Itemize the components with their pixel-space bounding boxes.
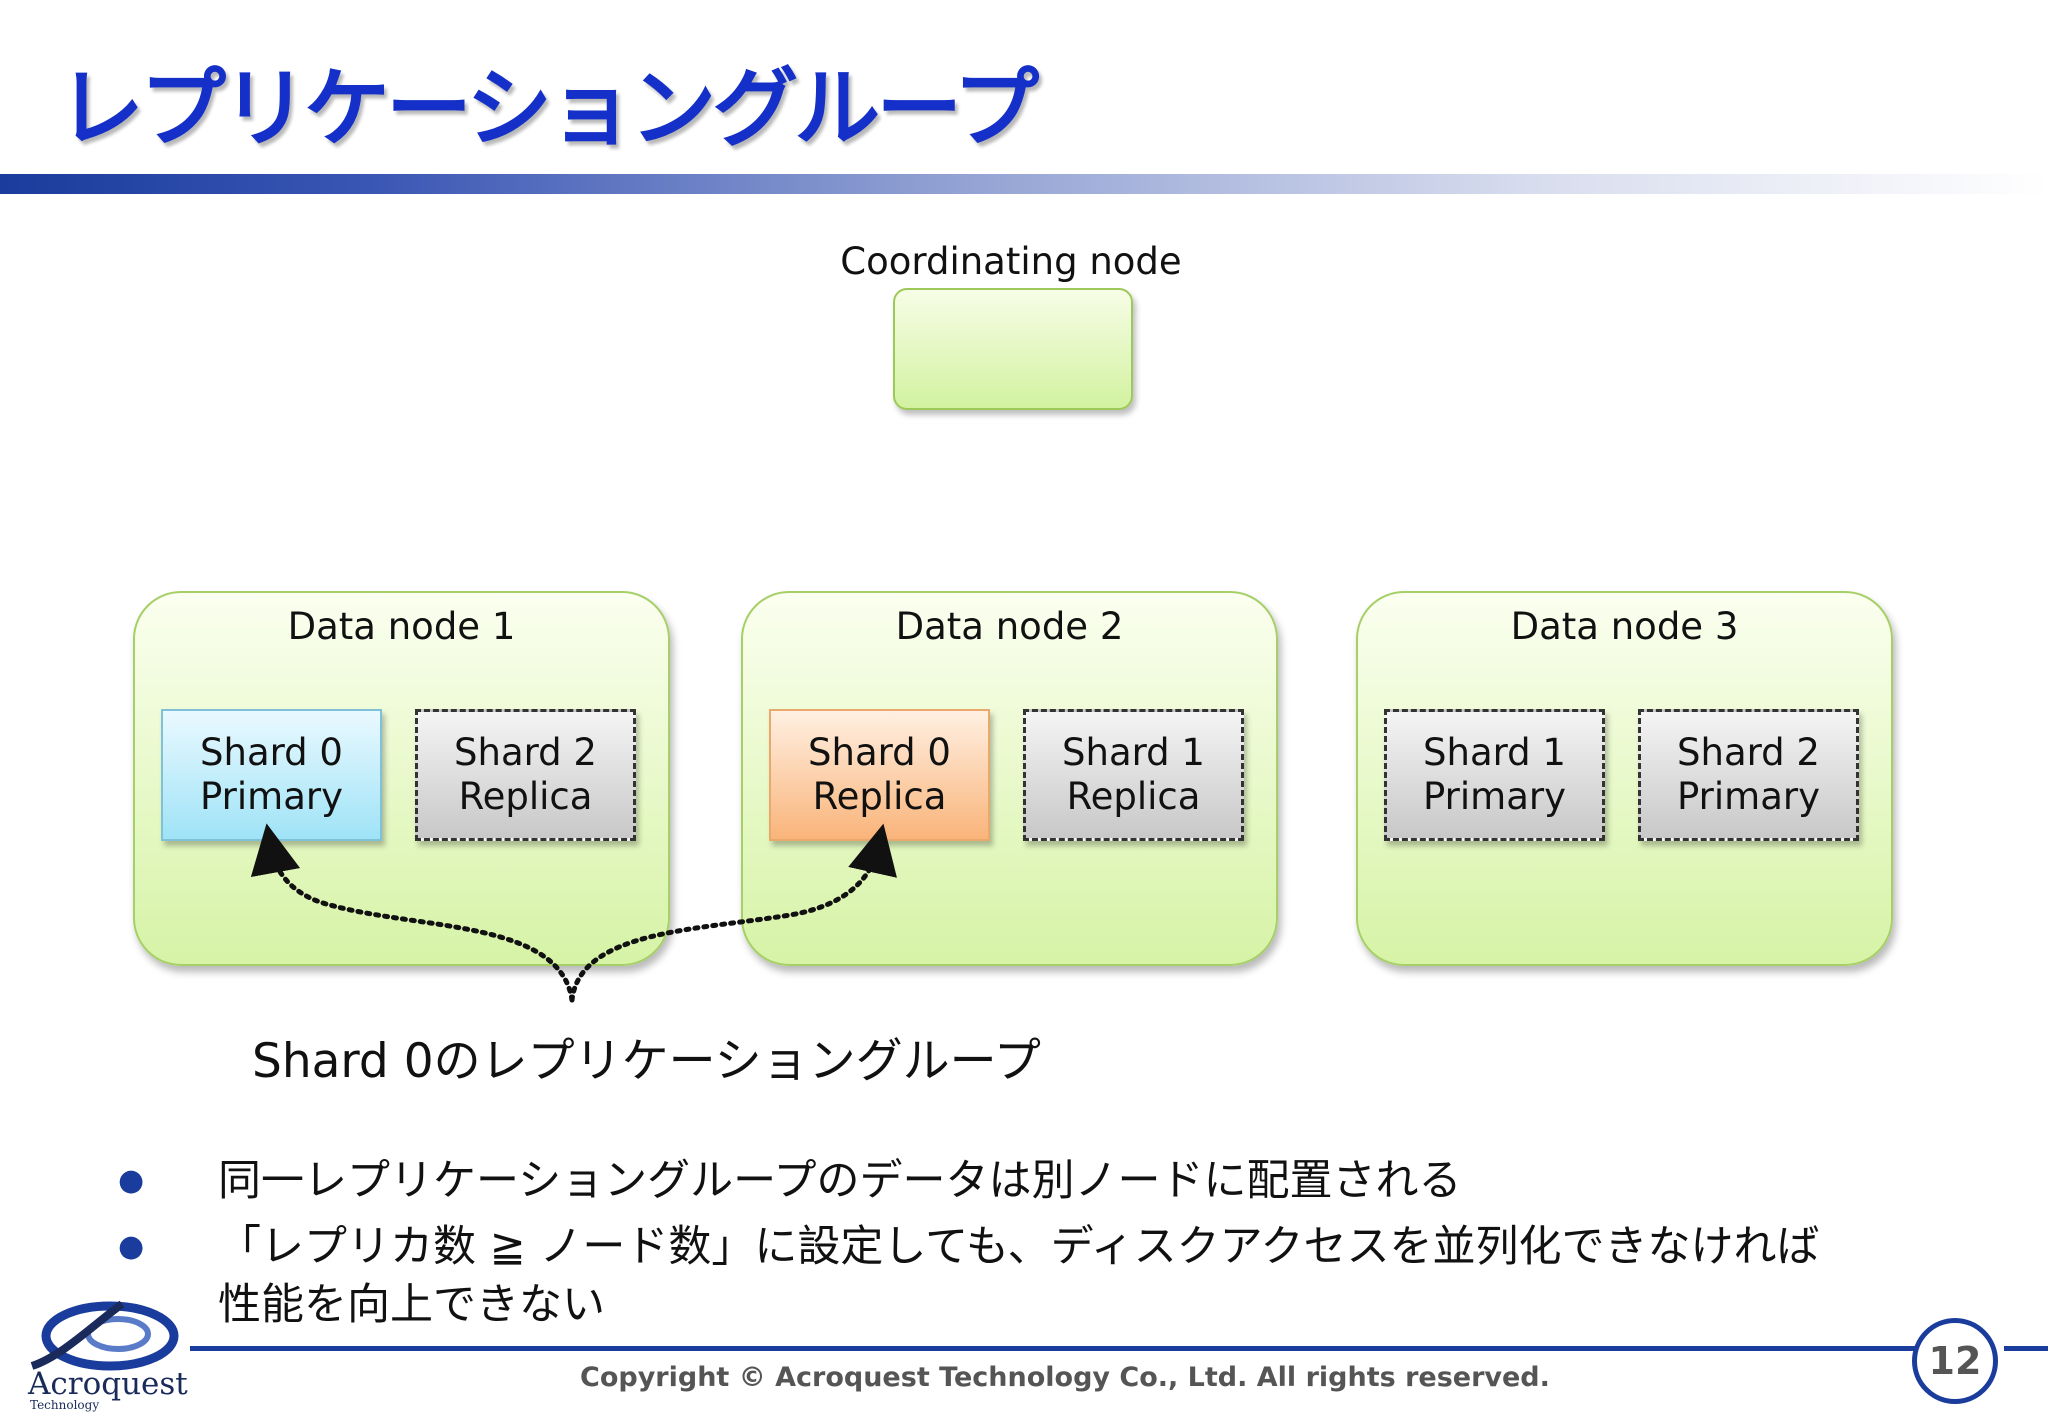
logo-subtext: Technology [30,1398,100,1412]
shard-role: Primary [1423,775,1566,818]
coordinating-node-box [893,288,1133,410]
replication-group-caption: Shard 0のレプリケーショングループ [252,1034,1041,1089]
shard-box: Shard 2 Replica [415,709,636,841]
shard-role: Replica [812,775,947,818]
footer-rule-right [2004,1346,2048,1351]
shard-name: Shard 2 [1677,731,1820,774]
shard-role: Primary [1677,775,1820,818]
shard-role: Replica [1066,775,1201,818]
bullet-text: 同一レプリケーショングループのデータは別ノードに配置される [218,1156,1462,1206]
logo-wordmark: Acroquest [28,1366,188,1402]
data-node-title: Data node 2 [895,605,1124,648]
shard-box-primary-highlight: Shard 0 Primary [161,709,382,841]
shard-box: Shard 2 Primary [1638,709,1859,841]
slide-title: レプリケーショングループ [58,59,1039,159]
shard-box: Shard 1 Primary [1384,709,1605,841]
bullet-icon: ● [118,1163,145,1198]
shard-name: Shard 1 [1062,731,1205,774]
data-node-title: Data node 3 [1510,605,1739,648]
title-underline-bar [0,174,2048,194]
dotted-arrow-to-primary [250,823,575,1003]
shard-role: Replica [458,775,593,818]
dotted-arrow-to-replica [569,823,897,1003]
copyright-text: Copyright © Acroquest Technology Co., Lt… [580,1362,1550,1393]
shard-name: Shard 0 [200,731,343,774]
shard-name: Shard 1 [1423,731,1566,774]
shard-box: Shard 1 Replica [1023,709,1244,841]
shard-box-replica-highlight: Shard 0 Replica [769,709,990,841]
shard-name: Shard 2 [454,731,597,774]
footer-rule [190,1346,1950,1351]
acroquest-logo-icon [30,1300,179,1371]
shard-role: Primary [200,775,343,818]
bullet-icon: ● [118,1229,145,1264]
shard-name: Shard 0 [808,731,951,774]
page-number-badge: 12 [1912,1318,1998,1404]
bullet-list: ● 同一レプリケーショングループのデータは別ノードに配置される ● 「レプリカ数… [118,1152,1838,1342]
data-node-3: Data node 3 Shard 1 Primary Shard 2 Prim… [1356,591,1893,966]
bullet-item: ● 同一レプリケーショングループのデータは別ノードに配置される [118,1152,1838,1210]
coordinating-node-label: Coordinating node [840,240,1182,283]
data-node-title: Data node 1 [287,605,516,648]
data-node-1: Data node 1 Shard 0 Primary Shard 2 Repl… [133,591,670,966]
bullet-item: ● 「レプリカ数 ≧ ノード数」に設定しても、ディスクアクセスを並列化できなけれ… [118,1218,1838,1334]
bullet-text: 「レプリカ数 ≧ ノード数」に設定しても、ディスクアクセスを並列化できなければ … [218,1222,1820,1330]
